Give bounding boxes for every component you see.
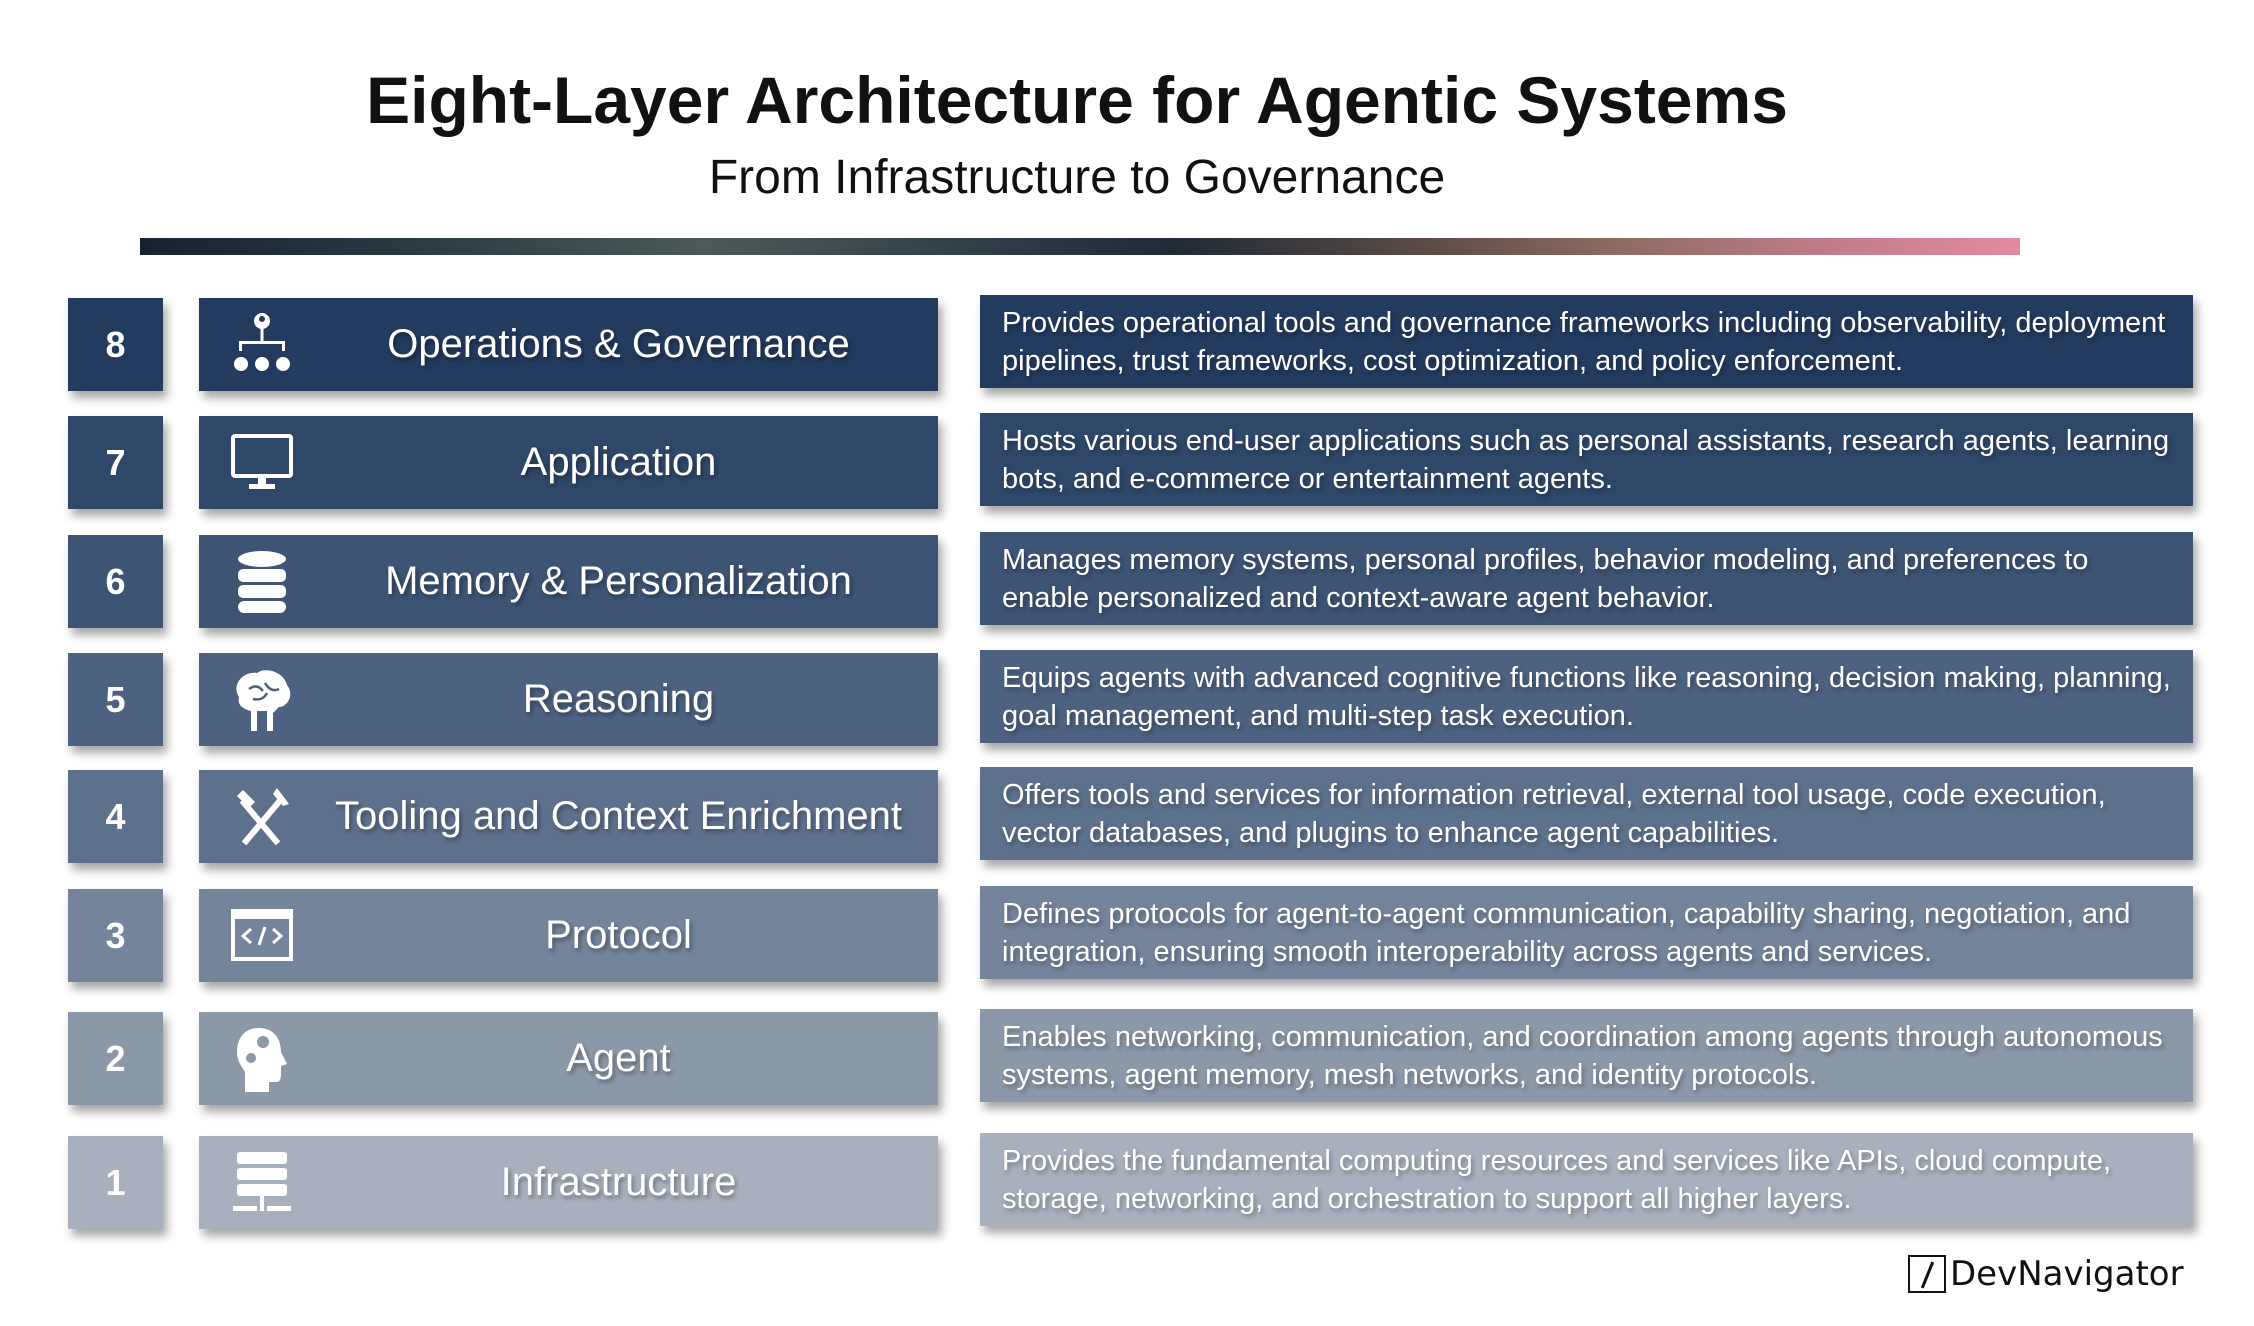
layer-label-box: Protocol	[199, 889, 938, 982]
brand-name: DevNavigator	[1950, 1254, 2184, 1294]
page-title: Eight-Layer Architecture for Agentic Sys…	[366, 63, 1788, 137]
layer-description: Provides operational tools and governanc…	[980, 295, 2193, 388]
layer-description: Hosts various end-user applications such…	[980, 413, 2193, 506]
brain-icon	[229, 667, 295, 733]
layer-label-box: Tooling and Context Enrichment	[199, 770, 938, 863]
layer-name: Operations & Governance	[387, 322, 850, 366]
layer-row: 3 Protocol Defines protocols for agent-t…	[0, 886, 2254, 982]
layer-row: 6 Memory & Personalization Manages memor…	[0, 532, 2254, 628]
layer-name: Infrastructure	[500, 1160, 737, 1204]
layer-label-box: Operations & Governance	[199, 298, 938, 391]
page-subtitle: From Infrastructure to Governance	[708, 151, 1446, 204]
monitor-icon	[229, 430, 295, 496]
layer-number: 2	[68, 1012, 163, 1105]
layer-number: 3	[68, 889, 163, 982]
layer-description: Manages memory systems, personal profile…	[980, 532, 2193, 625]
layer-name: Tooling and Context Enrichment	[335, 794, 902, 838]
layer-label-box: Reasoning	[199, 653, 938, 746]
layer-number: 8	[68, 298, 163, 391]
head-gears-icon	[229, 1026, 295, 1092]
slash-box-icon	[1908, 1255, 1946, 1293]
layer-row: 4 Tooling and Context Enrichment Offers …	[0, 767, 2254, 863]
layer-name: Protocol	[545, 913, 692, 957]
layer-label-box: Agent	[199, 1012, 938, 1105]
code-window-icon	[229, 903, 295, 969]
layer-label-box: Memory & Personalization	[199, 535, 938, 628]
layer-description: Offers tools and services for informatio…	[980, 767, 2193, 860]
org-chart-icon	[229, 312, 295, 378]
layer-row: 1 Infrastructure Provides the fundamenta…	[0, 1133, 2254, 1229]
layer-description: Enables networking, communication, and c…	[980, 1009, 2193, 1102]
brand-logo: DevNavigator	[1908, 1254, 2184, 1294]
hammers-icon	[229, 784, 295, 850]
layer-number: 7	[68, 416, 163, 509]
layer-name: Application	[520, 440, 717, 484]
database-icon	[229, 549, 295, 615]
layer-description: Provides the fundamental computing resou…	[980, 1133, 2193, 1226]
layer-label-box: Application	[199, 416, 938, 509]
layer-description: Defines protocols for agent-to-agent com…	[980, 886, 2193, 979]
layer-row: 5 Reasoning Equips agents with advanced …	[0, 650, 2254, 746]
layer-name: Reasoning	[522, 677, 715, 721]
layer-label-box: Infrastructure	[199, 1136, 938, 1229]
layer-number: 4	[68, 770, 163, 863]
layer-number: 5	[68, 653, 163, 746]
layer-description: Equips agents with advanced cognitive fu…	[980, 650, 2193, 743]
decorative-banner	[140, 238, 2020, 255]
server-icon	[229, 1150, 295, 1216]
layer-number: 1	[68, 1136, 163, 1229]
layer-number: 6	[68, 535, 163, 628]
layer-name: Memory & Personalization	[385, 559, 852, 603]
layer-row: 2 Agent Enables networking, communicatio…	[0, 1009, 2254, 1105]
layer-row: 8 Operations & Governance Provides opera…	[0, 295, 2254, 391]
layer-name: Agent	[566, 1036, 671, 1080]
layer-row: 7 Application Hosts various end-user app…	[0, 413, 2254, 509]
